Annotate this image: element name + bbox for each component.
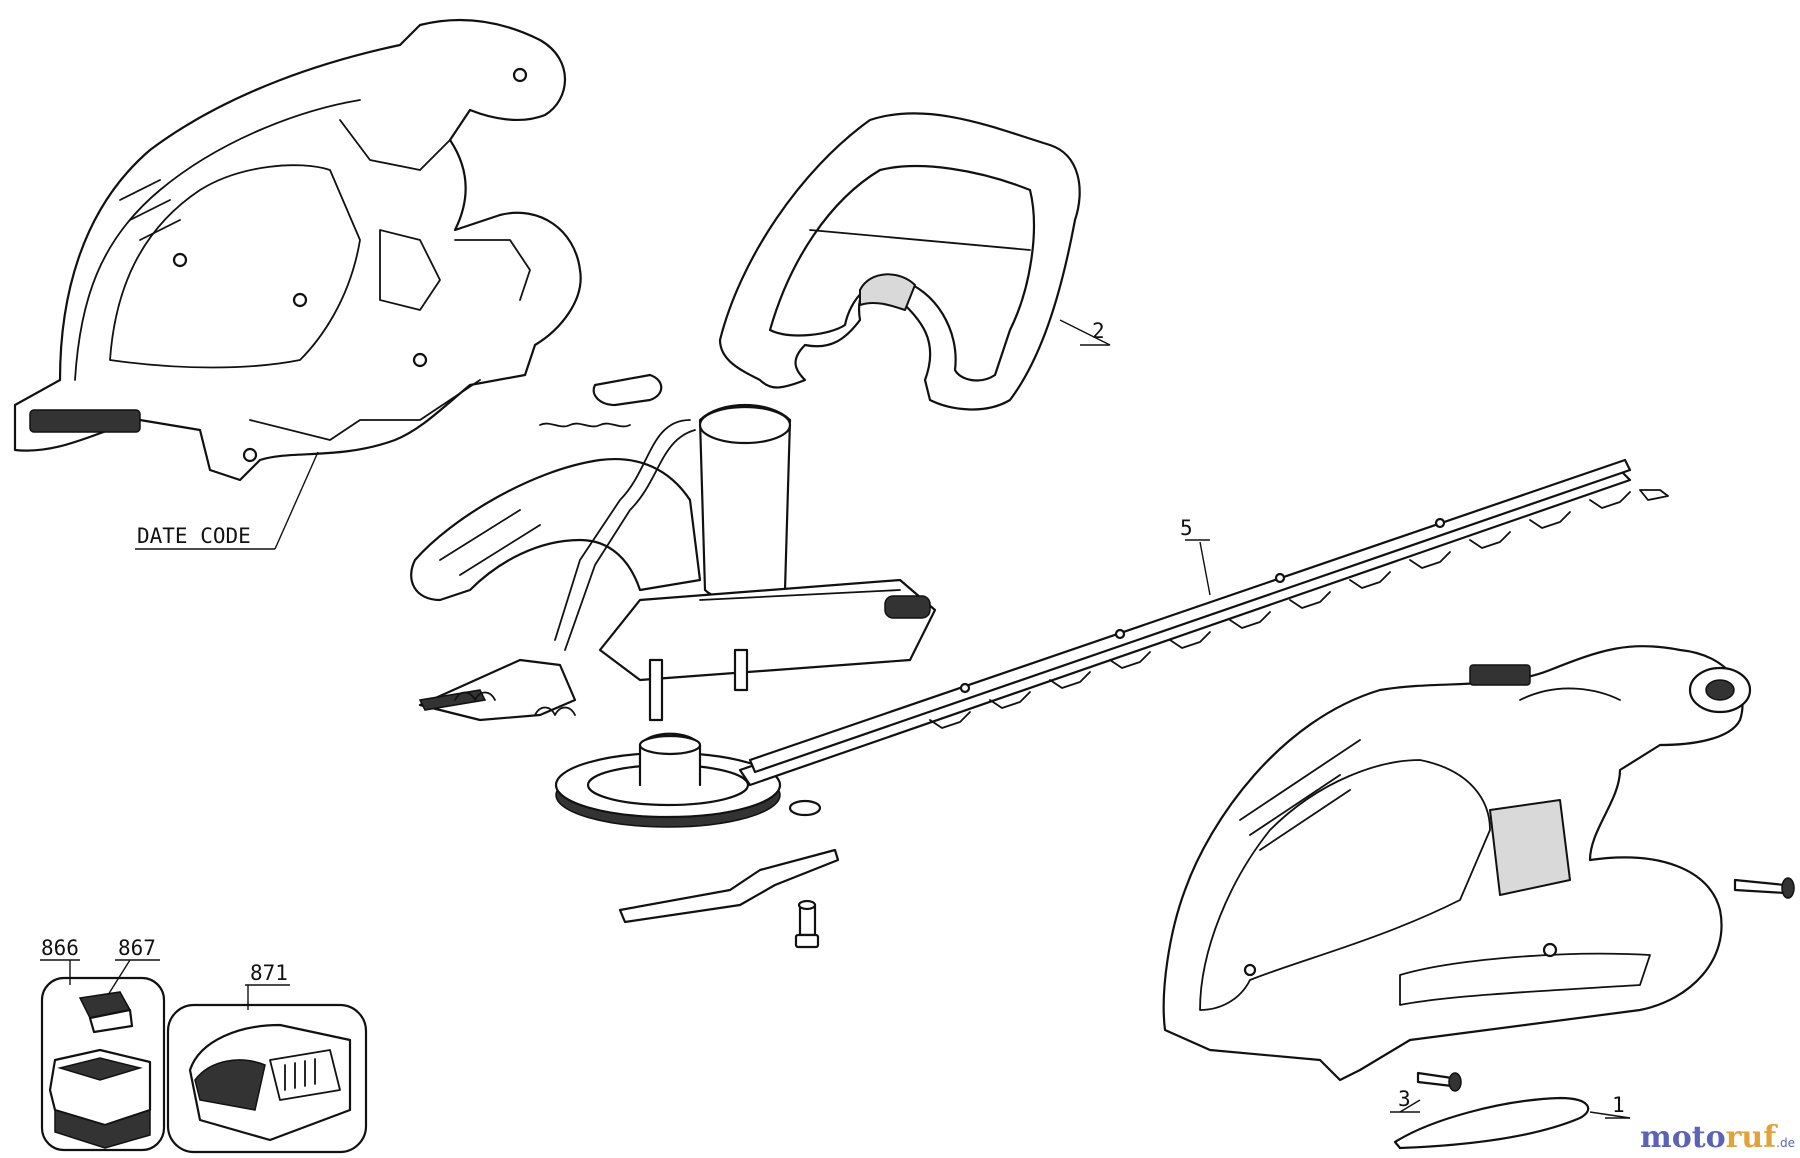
label-2: 2 bbox=[1059, 319, 1111, 346]
label-3-text: 3 bbox=[1398, 1087, 1411, 1111]
label-5: 5 bbox=[1180, 516, 1211, 596]
label-date-code: DATE CODE bbox=[135, 451, 319, 550]
gear bbox=[554, 732, 822, 828]
label-871-text: 871 bbox=[250, 961, 288, 985]
charger-box: 871 bbox=[166, 961, 368, 1154]
side-screw bbox=[1733, 877, 1795, 899]
label-1-text: 1 bbox=[1612, 1093, 1625, 1117]
watermark-logo: motoruf.de bbox=[1640, 1120, 1795, 1155]
cutter-bar bbox=[618, 848, 840, 949]
date-code-text: DATE CODE bbox=[137, 524, 251, 548]
label-866-text: 866 bbox=[41, 936, 79, 960]
nameplate-1: 1 bbox=[1393, 1093, 1631, 1150]
watermark-part2: ruf bbox=[1726, 1120, 1779, 1155]
housing-left-half bbox=[13, 18, 582, 482]
watermark-suffix: .de bbox=[1776, 1136, 1795, 1150]
hedge-blade bbox=[738, 458, 1669, 787]
label-867-text: 867 bbox=[118, 936, 156, 960]
battery-pack-box: 866 867 bbox=[40, 936, 166, 1152]
label-5-text: 5 bbox=[1180, 516, 1193, 540]
label-2-text: 2 bbox=[1092, 319, 1105, 343]
front-handle bbox=[718, 112, 1081, 411]
motor-assembly bbox=[410, 373, 937, 722]
watermark-part1: moto bbox=[1640, 1120, 1726, 1155]
svg-text:motoruf.de: motoruf.de bbox=[1640, 1120, 1795, 1155]
housing-right-half bbox=[1162, 644, 1752, 1082]
screw-3: 3 bbox=[1390, 1071, 1462, 1113]
